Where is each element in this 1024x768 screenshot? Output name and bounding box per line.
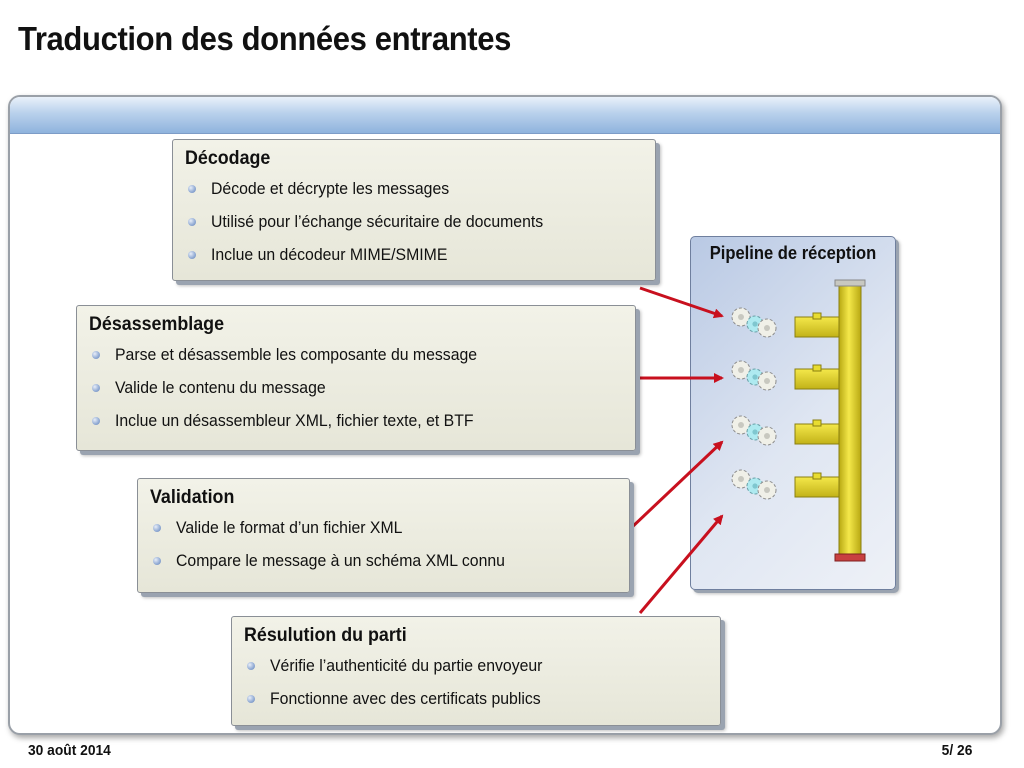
card-title: Résulution du parti: [244, 625, 407, 646]
footer-date: 30 août 2014: [28, 742, 111, 759]
card-validation: Validation Valide le format d’un fichier…: [137, 478, 630, 593]
bullet-icon: [92, 417, 100, 425]
card-decodage: Décodage Décode et décrypte les messages…: [172, 139, 656, 281]
bullet-icon: [92, 384, 100, 392]
bullet-icon: [153, 524, 161, 532]
list-item: Utilisé pour l’échange sécuritaire de do…: [185, 209, 643, 242]
list-item: Valide le format d’un fichier XML: [150, 515, 617, 548]
bullet-icon: [188, 251, 196, 259]
bullet-icon: [188, 218, 196, 226]
card-desassemblage: Désassemblage Parse et désassemble les c…: [76, 305, 636, 451]
card-title: Désassemblage: [89, 314, 225, 335]
pipeline-panel: Pipeline de réception: [690, 236, 896, 590]
bullet-icon: [247, 662, 255, 670]
pipeline-title: Pipeline de réception: [709, 243, 877, 263]
list-item: Vérifie l’authenticité du partie envoyeu…: [244, 653, 708, 686]
card-title: Validation: [150, 487, 235, 508]
list-item: Inclue un désassembleur XML, fichier tex…: [89, 408, 623, 441]
list-item: Décode et décrypte les messages: [185, 176, 643, 209]
list-item: Valide le contenu du message: [89, 375, 623, 408]
bullet-icon: [188, 185, 196, 193]
page-number: 5/ 26: [941, 742, 972, 759]
bullet-icon: [153, 557, 161, 565]
bullet-icon: [92, 351, 100, 359]
list-item: Compare le message à un schéma XML connu: [150, 548, 617, 581]
card-resolution: Résulution du parti Vérifie l’authentici…: [231, 616, 721, 726]
list-item: Inclue un décodeur MIME/SMIME: [185, 242, 643, 275]
card-title: Décodage: [185, 148, 271, 169]
slide-title: Traduction des données entrantes: [18, 20, 512, 57]
list-item: Parse et désassemble les composante du m…: [89, 342, 623, 375]
list-item: Fonctionne avec des certificats publics: [244, 686, 708, 719]
bullet-icon: [247, 695, 255, 703]
frame-header-bar: [10, 97, 1000, 134]
